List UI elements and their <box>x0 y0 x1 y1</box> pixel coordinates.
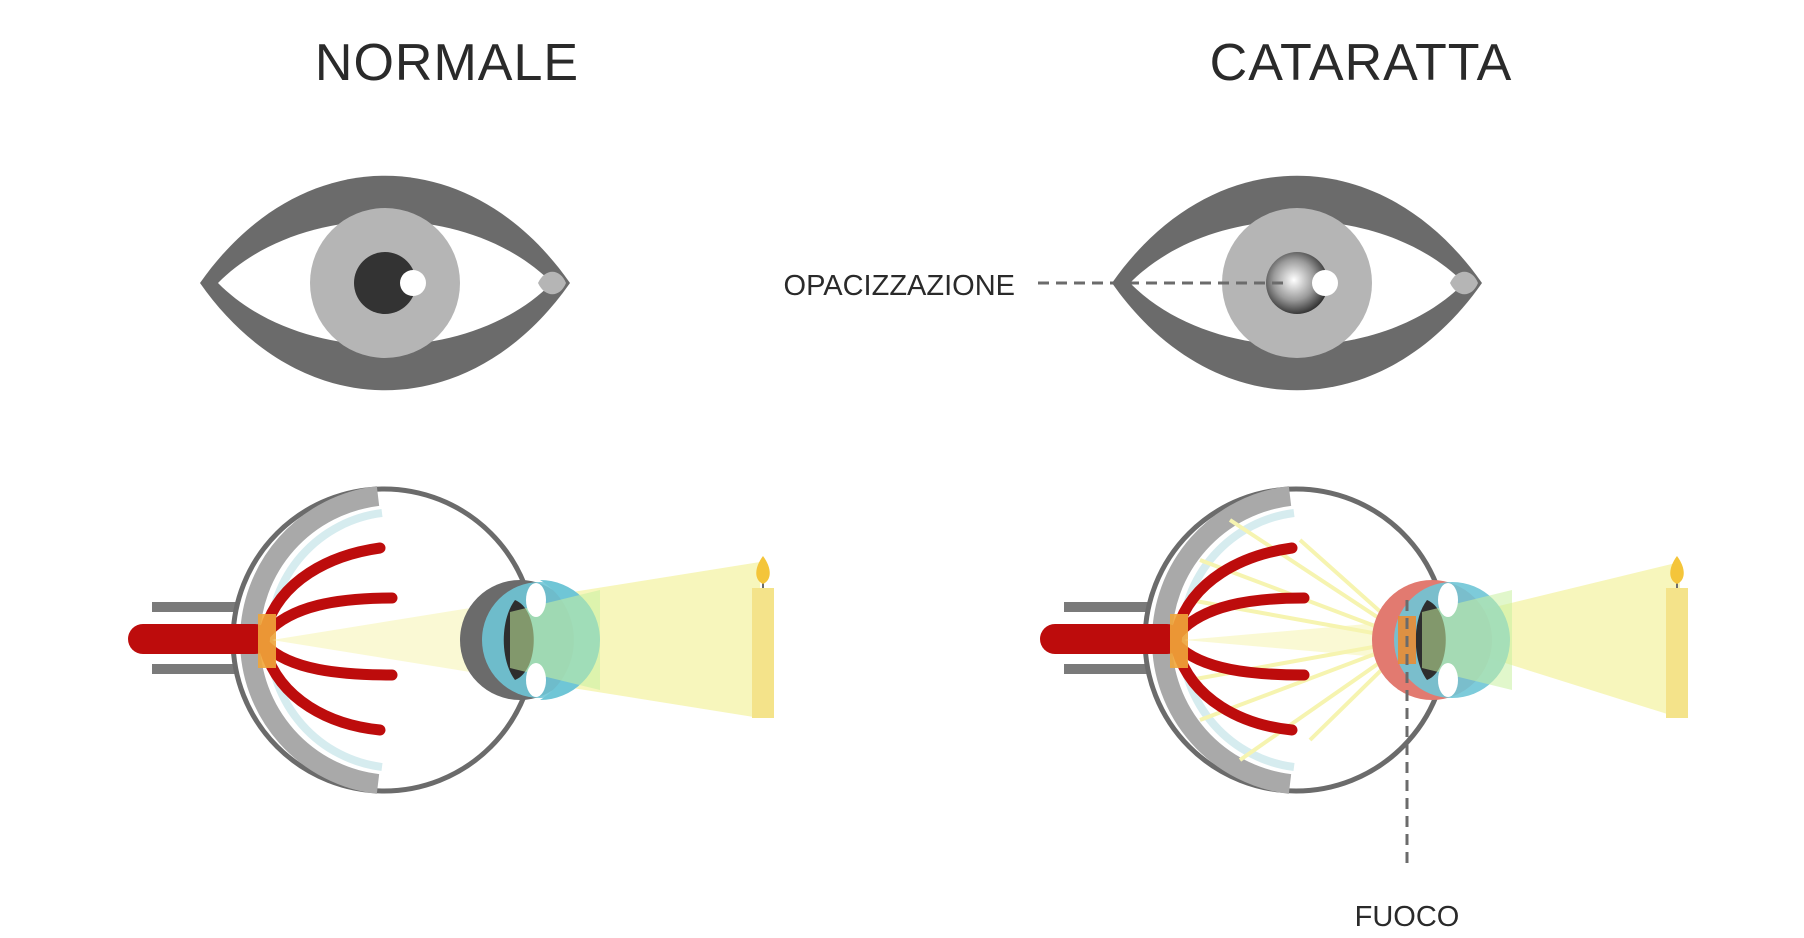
title-normal: NORMALE <box>315 34 579 92</box>
focus-label: FUOCO <box>1355 901 1460 933</box>
optic-nerve <box>128 624 270 654</box>
eye-front-icon <box>200 176 570 391</box>
eye-cross-section-cataract-icon <box>1040 489 1688 791</box>
title-cataract: CATARATTA <box>1210 34 1513 92</box>
eye-cross-section-icon <box>128 489 774 791</box>
opacity-label: OPACIZZAZIONE <box>784 270 1015 302</box>
focus-spot <box>258 614 276 668</box>
